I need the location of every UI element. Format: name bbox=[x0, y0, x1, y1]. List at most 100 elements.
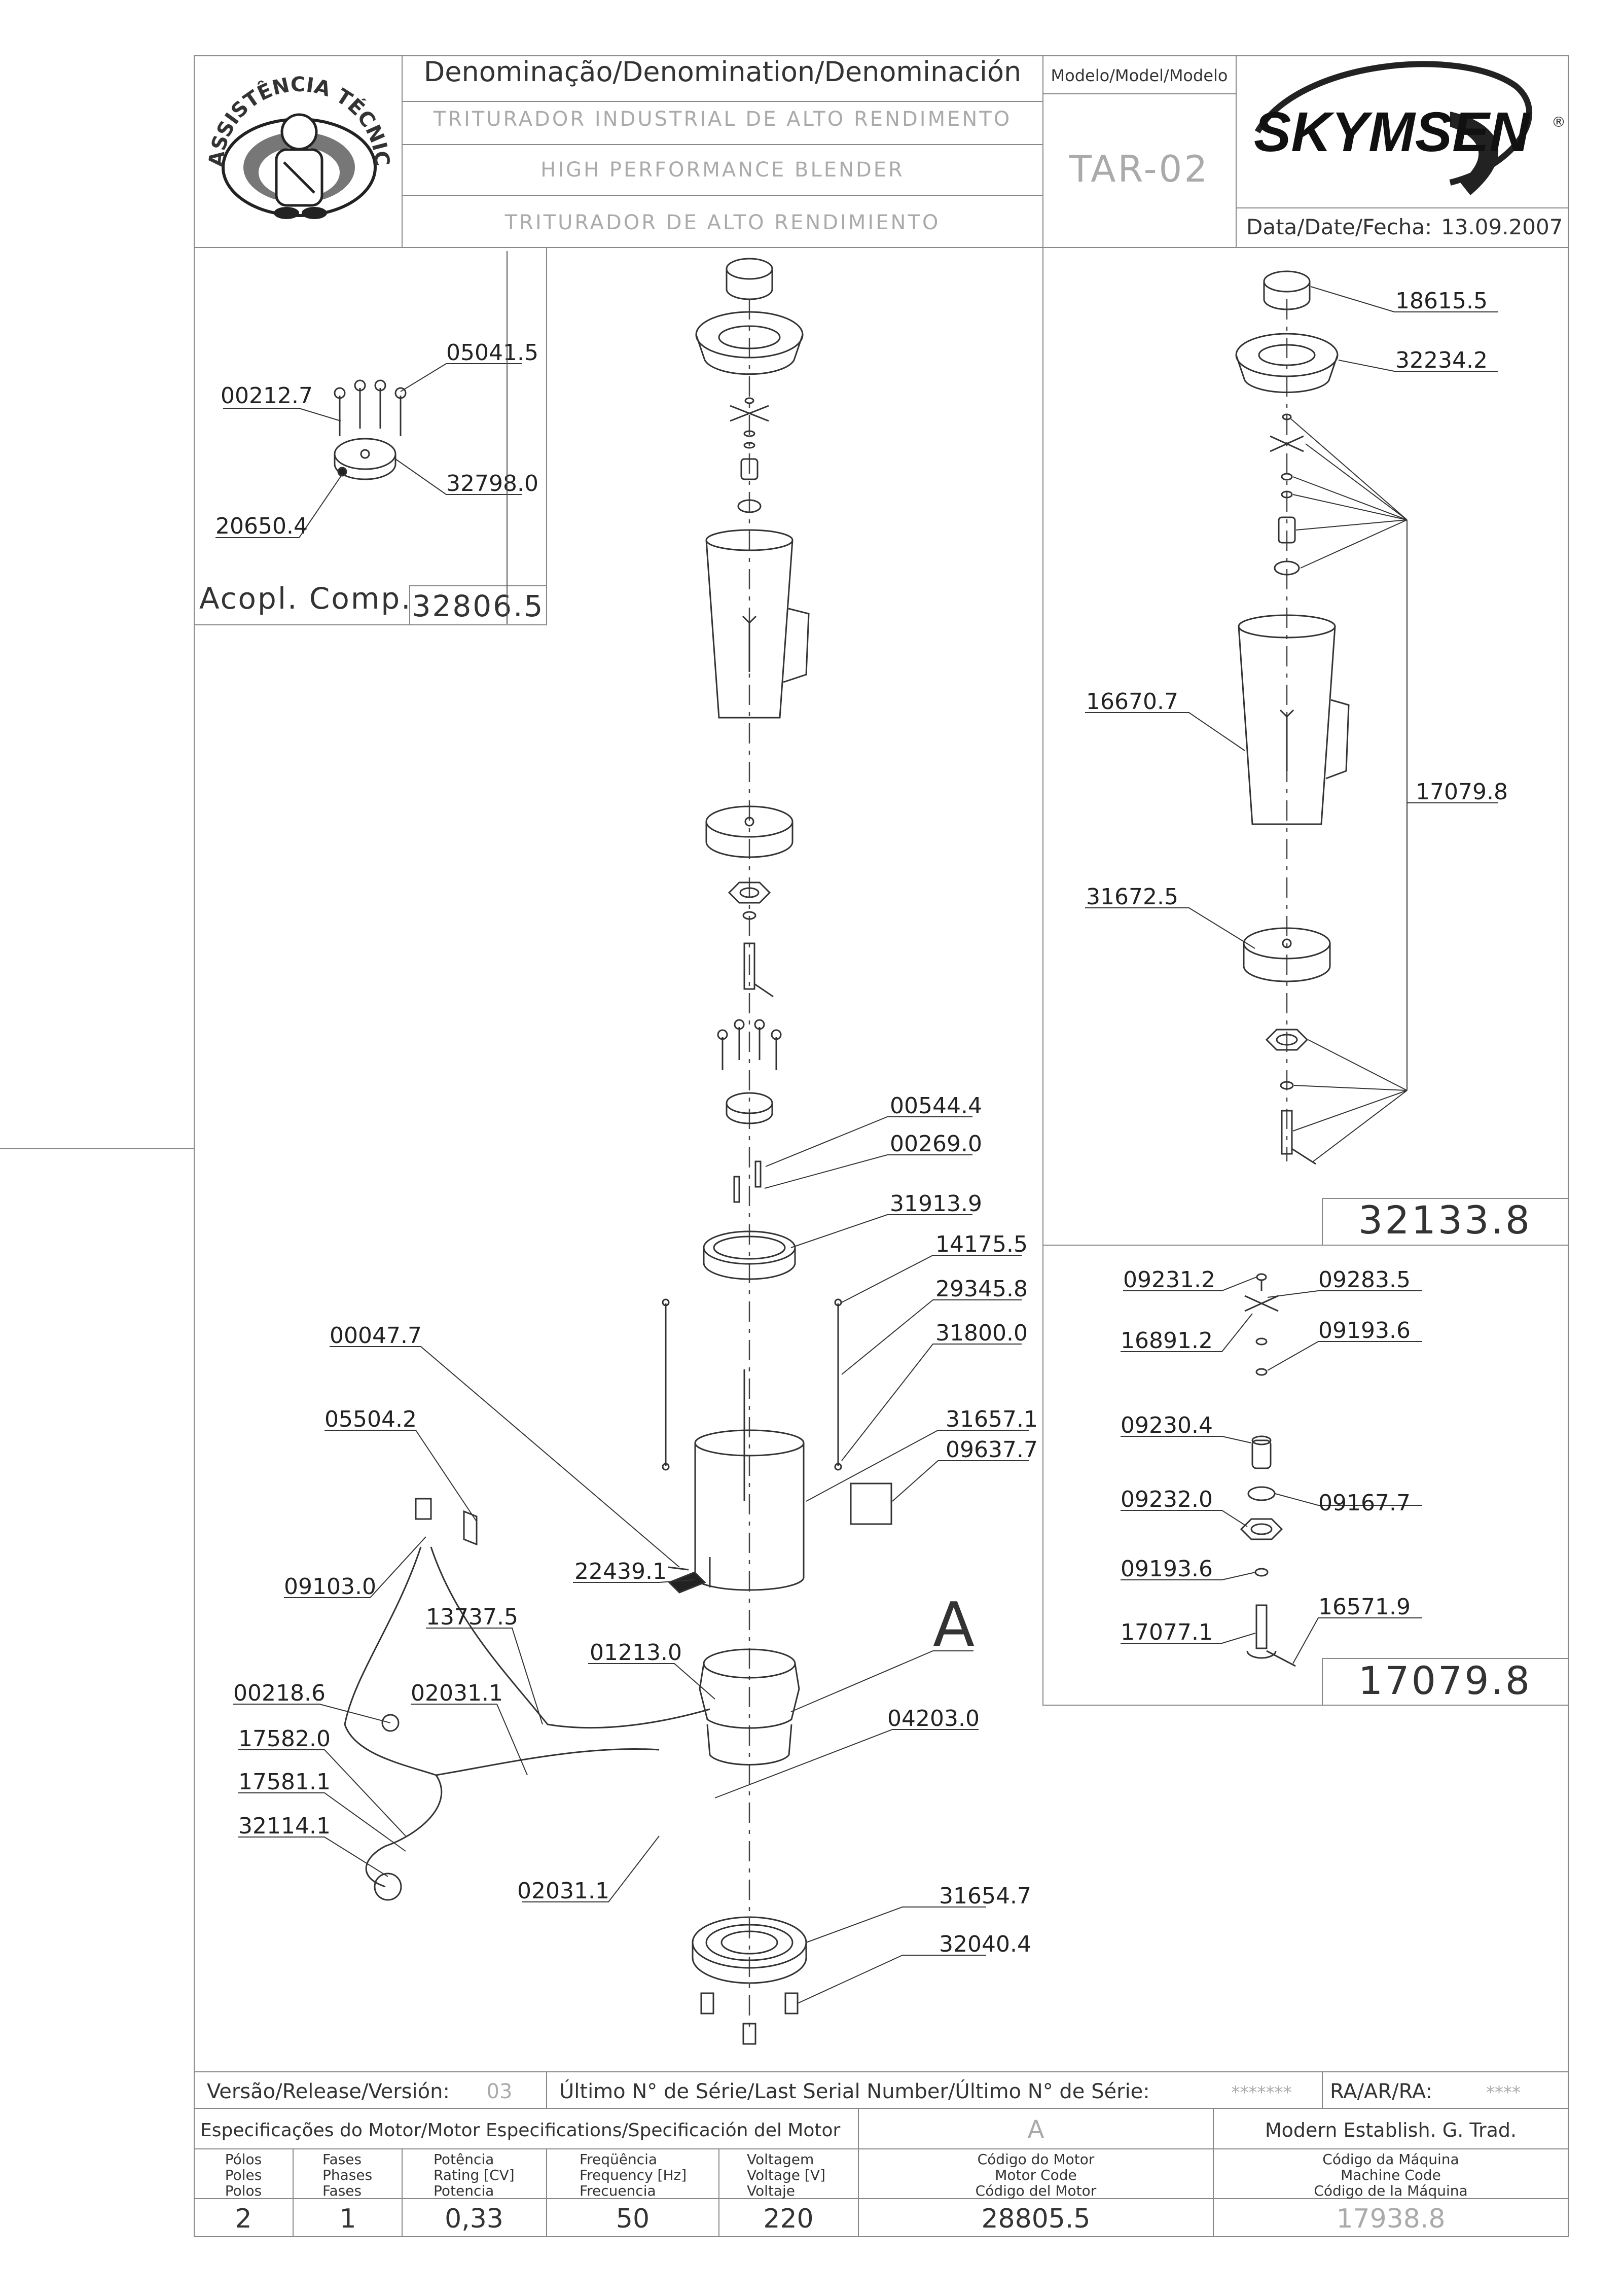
label-29345-8: 29345.8 bbox=[935, 1276, 1028, 1302]
main-exploded-view: 00544.4 00269.0 31913.9 14175.5 29345.8 … bbox=[233, 251, 1038, 2045]
label-22439-1: 22439.1 bbox=[574, 1559, 667, 1584]
value-phases: 1 bbox=[339, 2204, 356, 2234]
value-poles: 2 bbox=[235, 2204, 251, 2234]
label-00212-7: 00212.7 bbox=[221, 383, 313, 409]
blade-assembly-code: 17079.8 bbox=[1358, 1658, 1532, 1703]
date-label: Data/Date/Fecha: bbox=[1246, 215, 1432, 239]
label-16571-9: 16571.9 bbox=[1318, 1594, 1411, 1620]
name-spanish: TRITURADOR DE ALTO RENDIMIENTO bbox=[504, 211, 941, 234]
label-09193-6-bottom: 09193.6 bbox=[1121, 1556, 1213, 1582]
registered-mark: ® bbox=[1552, 114, 1566, 130]
label-32040-4: 32040.4 bbox=[939, 1931, 1031, 1957]
col-machine-code-es: Código de la Máquina bbox=[1314, 2182, 1467, 2199]
motor-letter: A bbox=[1028, 2115, 1044, 2144]
footer-table: Versão/Release/Versión: 03 Último N° de … bbox=[200, 2079, 1521, 2234]
col-motor-code-en: Motor Code bbox=[995, 2167, 1077, 2183]
jar-assembly-code: 32133.8 bbox=[1358, 1197, 1532, 1243]
col-freq-en: Frequency [Hz] bbox=[580, 2167, 687, 2183]
value-machine-code: 17938.8 bbox=[1336, 2204, 1445, 2234]
value-frequency: 50 bbox=[616, 2204, 650, 2234]
col-phases-pt: Fases bbox=[322, 2151, 362, 2168]
col-motor-code-es: Código del Motor bbox=[976, 2182, 1097, 2199]
label-00047-7: 00047.7 bbox=[330, 1323, 422, 1349]
label-04203-0: 04203.0 bbox=[887, 1706, 980, 1732]
label-09283-5: 09283.5 bbox=[1318, 1267, 1411, 1293]
col-poles-pt: Pólos bbox=[225, 2151, 262, 2168]
col-power-en: Rating [CV] bbox=[434, 2167, 515, 2183]
col-machine-code-en: Machine Code bbox=[1341, 2167, 1441, 2183]
label-00218-6: 00218.6 bbox=[233, 1680, 326, 1706]
label-31672-5: 31672.5 bbox=[1086, 884, 1178, 910]
skymsen-logo: SKYMSEN ® bbox=[1254, 61, 1566, 195]
label-00269-0: 00269.0 bbox=[890, 1131, 982, 1157]
label-02031-1-bottom: 02031.1 bbox=[517, 1878, 609, 1904]
label-09232-0: 09232.0 bbox=[1121, 1487, 1213, 1512]
ra-label: RA/AR/RA: bbox=[1330, 2080, 1432, 2103]
motor-spec-label: Especificações do Motor/Motor Especifica… bbox=[200, 2120, 841, 2141]
col-freq-es: Frecuencia bbox=[580, 2182, 656, 2199]
label-13737-5: 13737.5 bbox=[426, 1604, 518, 1630]
label-09103-0: 09103.0 bbox=[284, 1574, 376, 1600]
coupling-inset: 05041.5 00212.7 32798.0 20650.4 Acopl. C… bbox=[199, 340, 545, 623]
model-label: Modelo/Model/Modelo bbox=[1051, 66, 1228, 85]
company-name: Modern Establish. G. Trad. bbox=[1265, 2119, 1517, 2141]
label-16891-2: 16891.2 bbox=[1121, 1328, 1213, 1354]
label-18615-5: 18615.5 bbox=[1395, 288, 1488, 314]
label-09193-6-top: 09193.6 bbox=[1318, 1318, 1411, 1344]
col-poles-es: Polos bbox=[225, 2182, 262, 2199]
blade-assembly-view: 09231.2 09283.5 16891.2 09193.6 09230.4 … bbox=[1121, 1267, 1532, 1703]
label-09231-2: 09231.2 bbox=[1123, 1267, 1215, 1293]
authorized-service-seal: ASSISTÊNCIA TÉCNICA AUTORIZADA bbox=[0, 0, 393, 219]
value-motor-code: 28805.5 bbox=[981, 2204, 1090, 2234]
drawing-frame bbox=[0, 55, 1569, 2237]
label-14175-5: 14175.5 bbox=[935, 1231, 1028, 1257]
label-20650-4: 20650.4 bbox=[215, 513, 308, 539]
value-voltage: 220 bbox=[763, 2204, 813, 2234]
name-english: HIGH PERFORMANCE BLENDER bbox=[540, 158, 905, 182]
col-voltage-en: Voltage [V] bbox=[747, 2167, 825, 2183]
label-09230-4: 09230.4 bbox=[1121, 1412, 1213, 1438]
label-02031-1-top: 02031.1 bbox=[411, 1680, 503, 1706]
label-32234-2: 32234.2 bbox=[1395, 347, 1488, 373]
label-31654-7: 31654.7 bbox=[939, 1883, 1031, 1909]
col-power-pt: Potência bbox=[434, 2151, 494, 2168]
jar-assembly-view: 18615.5 32234.2 16670.7 17079.8 31672.5 … bbox=[1085, 270, 1532, 1243]
col-power-es: Potencia bbox=[434, 2182, 494, 2199]
label-09637-7: 09637.7 bbox=[946, 1437, 1038, 1463]
label-16670-7: 16670.7 bbox=[1086, 689, 1178, 715]
label-01213-0: 01213.0 bbox=[590, 1640, 682, 1666]
label-17077-1: 17077.1 bbox=[1121, 1619, 1213, 1645]
serial-value: ******* bbox=[1232, 2082, 1292, 2103]
col-voltage-es: Voltaje bbox=[747, 2182, 795, 2199]
col-motor-code-pt: Código do Motor bbox=[978, 2151, 1095, 2168]
model-value: TAR-02 bbox=[1069, 148, 1209, 190]
label-05504-2: 05504.2 bbox=[324, 1406, 417, 1432]
label-32798-0: 32798.0 bbox=[446, 471, 538, 497]
label-31913-9: 31913.9 bbox=[890, 1191, 982, 1217]
label-32114-1: 32114.1 bbox=[238, 1813, 331, 1839]
denomination-title: Denominação/Denomination/Denominación bbox=[424, 56, 1022, 88]
label-motor-a: A bbox=[933, 1590, 975, 1661]
label-05041-5: 05041.5 bbox=[446, 340, 538, 366]
label-17581-1: 17581.1 bbox=[238, 1769, 331, 1795]
label-17079-8-jar: 17079.8 bbox=[1416, 779, 1508, 805]
col-machine-code-pt: Código da Máquina bbox=[1322, 2151, 1459, 2168]
col-phases-en: Phases bbox=[322, 2167, 372, 2183]
coupling-code: 32806.5 bbox=[412, 589, 545, 623]
col-phases-es: Fases bbox=[322, 2182, 362, 2199]
col-voltage-pt: Voltagem bbox=[747, 2151, 814, 2168]
label-09167-7: 09167.7 bbox=[1318, 1490, 1411, 1516]
serial-label: Último N° de Série/Last Serial Number/Úl… bbox=[559, 2079, 1150, 2103]
brand-name: SKYMSEN bbox=[1254, 101, 1531, 163]
ra-value: **** bbox=[1486, 2082, 1521, 2103]
version-label: Versão/Release/Versión: bbox=[207, 2080, 450, 2103]
date-value: 13.09.2007 bbox=[1441, 215, 1563, 239]
label-00544-4: 00544.4 bbox=[890, 1093, 982, 1119]
coupling-title: Acopl. Comp. bbox=[199, 581, 412, 616]
label-31800-0: 31800.0 bbox=[935, 1320, 1028, 1346]
col-freq-pt: Freqüência bbox=[580, 2151, 657, 2168]
label-31657-1: 31657.1 bbox=[946, 1406, 1038, 1432]
col-poles-en: Poles bbox=[225, 2167, 262, 2183]
name-portuguese: TRITURADOR INDUSTRIAL DE ALTO RENDIMENTO bbox=[433, 108, 1012, 131]
